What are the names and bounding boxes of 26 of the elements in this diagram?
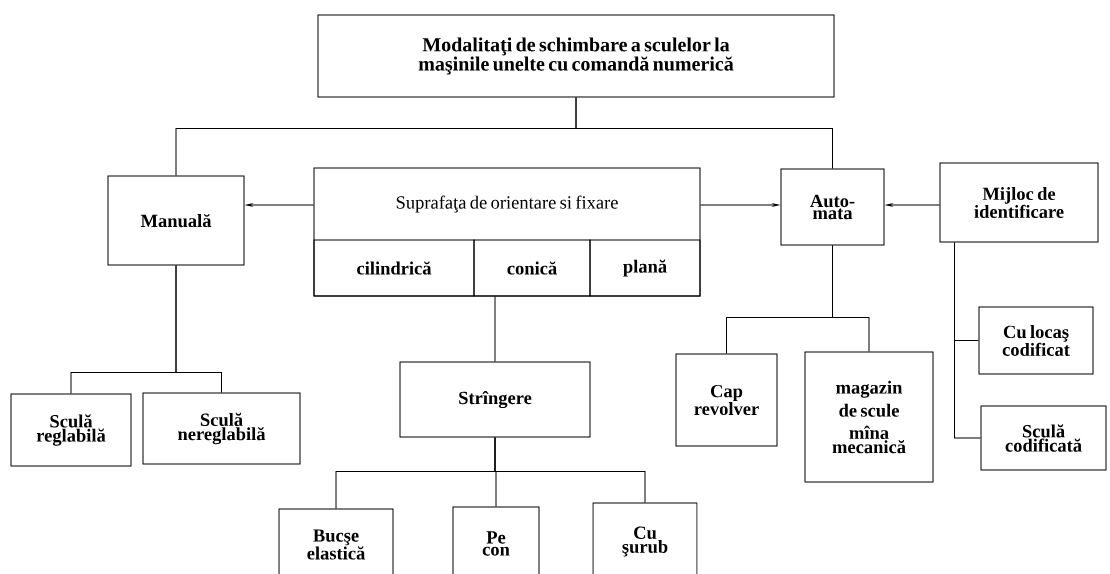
connector-line [954,242,981,439]
process-box: Manuală [107,175,245,266]
connector-line [175,265,222,393]
arrow [246,203,314,207]
process-box: Cu locaş codificat [978,306,1094,375]
process-box: magazin de scule mîna mecanică [804,351,934,483]
process-box: Modalitaţi de schimbare a sculelor la maşinile unelte cu comandă numerică [317,14,835,98]
process-box: Sculă reglabilă [10,393,132,467]
arrow [700,203,779,207]
connector-line [494,296,496,362]
process-box: Bucşe elastică [278,508,394,574]
process-box: Mijloc de identificare [939,162,1099,243]
table-cell: cilindrică [313,239,475,297]
process-box: Cu şurub [592,502,698,574]
table-cell: conică [473,239,591,297]
process-box: Strîngere [399,361,591,438]
process-box: Auto- mata [780,168,885,246]
process-box: Pe con [452,506,540,574]
connector-line [494,437,646,503]
process-box: Cap revolver [675,353,778,447]
connector-line [575,97,833,169]
table-cell: plană [589,239,701,297]
process-box: Sculă codificată [980,405,1107,471]
process-box: Sculă nereglabilă [142,392,301,465]
arrow [886,203,940,207]
connector-line [832,245,870,352]
